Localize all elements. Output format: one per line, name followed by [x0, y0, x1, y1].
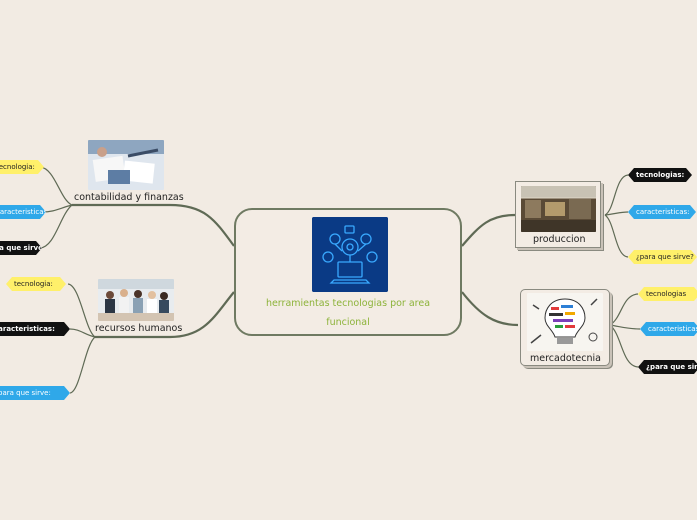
tag-mercadotecnia-caracteristicas[interactable]: caracteristicas: [640, 322, 697, 336]
tag-contabilidad-tecnologia[interactable]: tecnologia:: [0, 160, 44, 174]
tag-mercadotecnia-tecnologias[interactable]: tecnologias: [638, 287, 697, 301]
connector-merc-3: [609, 324, 639, 368]
connector-prod-1: [604, 174, 629, 216]
branch-produccion-label: produccion: [533, 234, 586, 245]
connector-rec-1: [67, 283, 96, 338]
tag-produccion-caracteristicas[interactable]: caracteristicas:: [628, 205, 696, 219]
branch-mercadotecnia-label: mercadotecnia: [530, 353, 601, 364]
branch-contabilidad-label[interactable]: contabilidad y finanzas: [74, 192, 184, 203]
tag-recursos-para-que-sirve[interactable]: para que sirve:: [0, 386, 70, 400]
tag-mercadotecnia-para-que-sirve[interactable]: ¿para que sirve?: [638, 360, 697, 374]
connector-contabilidad: [72, 203, 235, 247]
branch-recursos-label[interactable]: recursos humanos: [95, 323, 183, 334]
marketing-bulb-icon: [527, 293, 603, 351]
connector-cont-3: [39, 204, 73, 249]
laptop-gears-icon: [312, 217, 388, 292]
connector-mercadotecnia: [461, 291, 519, 327]
produccion-card[interactable]: produccion: [515, 181, 601, 248]
accounting-photo: [88, 140, 164, 190]
factory-photo: [521, 186, 596, 232]
connector-prod-2: [604, 211, 629, 216]
tag-recursos-tecnologia[interactable]: tecnologia:: [6, 277, 66, 291]
tag-contabilidad-caracteristicas[interactable]: caracteristicas:: [0, 205, 46, 219]
tag-produccion-tecnologias[interactable]: tecnologias:: [628, 168, 692, 182]
connector-recursos: [95, 291, 235, 339]
mercadotecnia-card[interactable]: mercadotecnia: [520, 289, 610, 366]
connector-prod-3: [604, 214, 629, 258]
central-topic-label: herramientas tecnologias por area funcio…: [265, 298, 431, 328]
connector-merc-1: [609, 293, 639, 326]
connector-produccion: [461, 213, 516, 247]
connector-merc-2: [609, 324, 641, 330]
connector-cont-1: [39, 166, 73, 206]
connector-rec-3: [69, 336, 96, 394]
connector-rec-2: [69, 328, 96, 338]
central-topic[interactable]: herramientas tecnologias por area funcio…: [234, 208, 462, 336]
hr-team-photo: [98, 279, 174, 321]
tag-produccion-para-que-sirve[interactable]: ¿para que sirve?: [628, 250, 697, 264]
tag-contabilidad-para-que-sirve[interactable]: para que sirve?: [0, 241, 42, 255]
tag-recursos-caracteristicas[interactable]: caracteristicas:: [0, 322, 70, 336]
